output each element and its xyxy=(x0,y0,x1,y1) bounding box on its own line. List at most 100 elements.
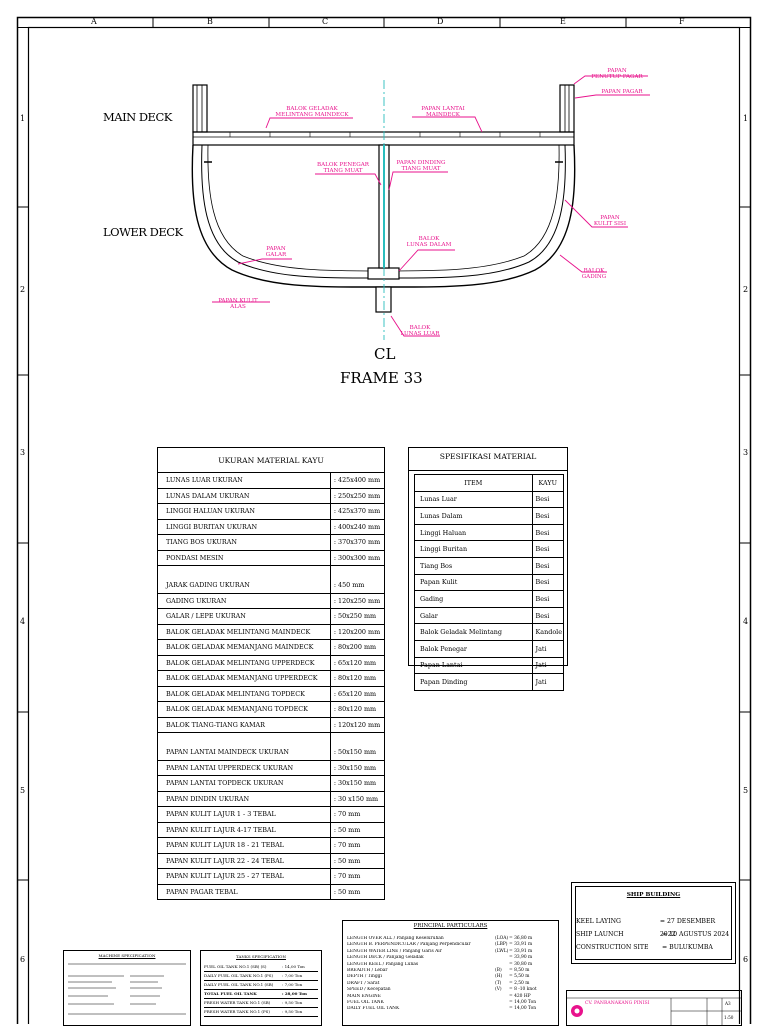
principal-value: = 33,91 m xyxy=(509,948,533,954)
row-ticks xyxy=(17,206,751,881)
callout-line: PAPAN DINDING xyxy=(396,160,446,166)
callout-papan-penutup-pagar: PAPAN PENUTUP PAGAR xyxy=(585,68,649,80)
spec-item: Lunas Luar xyxy=(414,491,533,509)
callout-line: BALOK PENEGAR xyxy=(317,162,369,168)
material-item: GALAR / LEPE UKURAN xyxy=(157,608,331,625)
principal-label: FUEL OIL TANK xyxy=(347,999,384,1005)
material-size: : 70 mm xyxy=(329,837,385,854)
principal-code: (H) xyxy=(495,974,503,980)
principal-label: BREADTH / Lebar xyxy=(347,967,388,973)
material-size: : 120x200 mm xyxy=(329,624,385,640)
list-item: CONSTRUCTION SITE= BULUKUMBA xyxy=(576,941,731,954)
principal-label: SPEED / Kecepatan xyxy=(347,987,391,993)
material-item: GADING UKURAN xyxy=(157,593,331,609)
list-item: SHIP LAUNCH= 10 AGUSTUS 2024 xyxy=(576,928,731,941)
principal-value: = 33,90 m xyxy=(509,955,533,961)
tank-value: : 9,50 Ton xyxy=(282,1000,303,1005)
table-row: PAPAN LANTAI UPPERDECK UKURAN: 30x150 mm xyxy=(157,760,385,776)
table-row: BALOK GELADAK MEMANJANG UPPERDECK: 80x12… xyxy=(157,670,385,687)
principal-value: = 420 HP xyxy=(509,993,531,999)
principal-code: (T) xyxy=(495,980,502,986)
material-size: : 50 mm xyxy=(329,822,385,838)
spec-material: Besi xyxy=(531,590,564,608)
principal-label: LENGTH OVER ALL / Panjang Keseluruhan xyxy=(347,936,444,941)
table-row: BALOK GELADAK MEMANJANG MAINDECK: 80x200… xyxy=(157,639,385,656)
callout-line: PAPAN xyxy=(600,215,620,221)
principal-code: (LOA) xyxy=(495,936,509,941)
material-item: BALOK GELADAK MEMANJANG TOPDECK xyxy=(157,701,331,718)
material-item: BALOK TIANG-TIANG KAMAR xyxy=(157,717,331,733)
tank-value: : 9,50 Ton xyxy=(282,1009,303,1014)
ship-building-value: = BULUKUMBA xyxy=(662,944,713,951)
table-row: JARAK GADING UKURAN: 450 mm xyxy=(157,578,385,594)
spec-material: Jati xyxy=(531,657,564,675)
callout-line: TIANG MUAT xyxy=(323,168,363,174)
tank-value: : 14,00 Ton xyxy=(282,964,305,969)
principal-value: = 33,91 m xyxy=(509,942,533,948)
material-item: PAPAN PAGAR TEBAL xyxy=(157,884,331,900)
tank-value: : 7,00 Ton xyxy=(282,982,303,987)
table-row: BALOK GELADAK MEMANJANG TOPDECK: 80x120 … xyxy=(157,701,385,718)
callout-line: ALAS xyxy=(230,304,246,310)
starboard-bulwark xyxy=(559,84,575,133)
ship-building-value: = 27 DESEMBER 2022 xyxy=(659,918,716,938)
material-size: : 70 mm xyxy=(329,868,385,885)
tank-label: DAILY FUEL OIL TANK NO.1 (PS) xyxy=(204,973,274,978)
principal-label: DRAFT / Sarat xyxy=(347,980,380,986)
principal-label: DEPTH / Tinggi xyxy=(347,974,382,980)
col-label: F xyxy=(679,17,685,26)
list-item: DAILY FUEL OIL TANK NO.1 (SB): 7,00 Ton xyxy=(204,981,318,990)
row-label: 4 xyxy=(20,617,26,626)
callout-balok-lunas-dalam: BALOK LUNAS DALAM xyxy=(400,236,458,248)
principal-label: LENGTH B. PERPENDICULAR / Panjang Perpen… xyxy=(347,942,471,948)
ship-building-value: = 10 AGUSTUS 2024 xyxy=(662,931,730,938)
callout-line: LUNAS LUAR xyxy=(400,331,440,337)
callout-line: PAPAN KULIT xyxy=(218,298,258,304)
principal-particulars-box: PRINCIPAL PARTICULARS LENGTH OVER ALL / … xyxy=(342,920,559,1026)
table-row: LINGGI HALUAN UKURAN: 425x370 mm xyxy=(157,503,385,520)
callout-balok-penegar: BALOK PENEGAR TIANG MUAT xyxy=(312,162,374,174)
row-label: 5 xyxy=(20,786,26,795)
table-row: BALOK GELADAK MELINTANG TOPDECK: 65x120 … xyxy=(157,686,385,702)
material-item: PAPAN KULIT LAJUR 22 - 24 TEBAL xyxy=(157,853,331,869)
list-item: FUEL OIL TANK = 14,00 Ton xyxy=(347,1000,554,1006)
table-row: BALOK GELADAK MELINTANG UPPERDECK: 65x12… xyxy=(157,655,385,671)
principal-value: = 14,00 Ton xyxy=(509,999,537,1005)
list-item: LENGTH B. PERPENDICULAR / Panjang Perpen… xyxy=(347,942,554,948)
material-size: : 450 mm xyxy=(329,578,385,594)
material-item: PAPAN LANTAI UPPERDECK UKURAN xyxy=(157,760,331,776)
ship-building-title: SHIP BUILDING xyxy=(626,892,681,898)
outer-keel xyxy=(375,286,392,313)
col-label: C xyxy=(322,17,329,26)
principal-code: (V) xyxy=(495,987,502,993)
spec-item: Gading xyxy=(414,590,533,608)
tanks-box: TANKS SPECIFICATION FUEL OIL TANK NO.1 (… xyxy=(200,950,322,1026)
table-row: LUNAS LUAR UKURAN: 425x400 mm xyxy=(157,472,385,489)
material-item: BALOK GELADAK MELINTANG TOPDECK xyxy=(157,686,331,702)
principal-value: = 5,50 m xyxy=(509,974,530,980)
principal-value: = 8 -10 knot xyxy=(509,987,537,993)
material-size: : 65x120 mm xyxy=(329,686,385,702)
table-row: PAPAN KULIT LAJUR 25 - 27 TEBAL: 70 mm xyxy=(157,868,385,885)
table-row: PAPAN LANTAI MAINDECK UKURAN: 50x150 mm xyxy=(157,745,385,761)
spec-material: Jati xyxy=(531,640,564,658)
table-row: LUNAS DALAM UKURAN: 250x250 mm xyxy=(157,488,385,504)
principal-value: = 8,50 m xyxy=(509,967,530,973)
title-block-lines xyxy=(567,997,741,1025)
row-label: 1 xyxy=(743,114,749,123)
list-item: TOTAL FUEL OIL TANK: 28,00 Ton xyxy=(204,990,318,999)
principal-title: PRINCIPAL PARTICULARS xyxy=(413,923,488,929)
tank-value: : 28,00 Ton xyxy=(282,991,307,996)
equipment-box: MACHINE SPECIFICATION xyxy=(63,950,191,1026)
material-spec-panel: SPESIFIKASI MATERIAL ITEM KAYU Lunas Lua… xyxy=(408,447,568,691)
list-item: FUEL OIL TANK NO.1 (SB) (S): 14,00 Ton xyxy=(204,963,318,972)
spec-material: Besi xyxy=(531,540,564,558)
equipment-title: MACHINE SPECIFICATION xyxy=(98,953,156,958)
material-item: PAPAN KULIT LAJUR 18 - 21 TEBAL xyxy=(157,837,331,854)
